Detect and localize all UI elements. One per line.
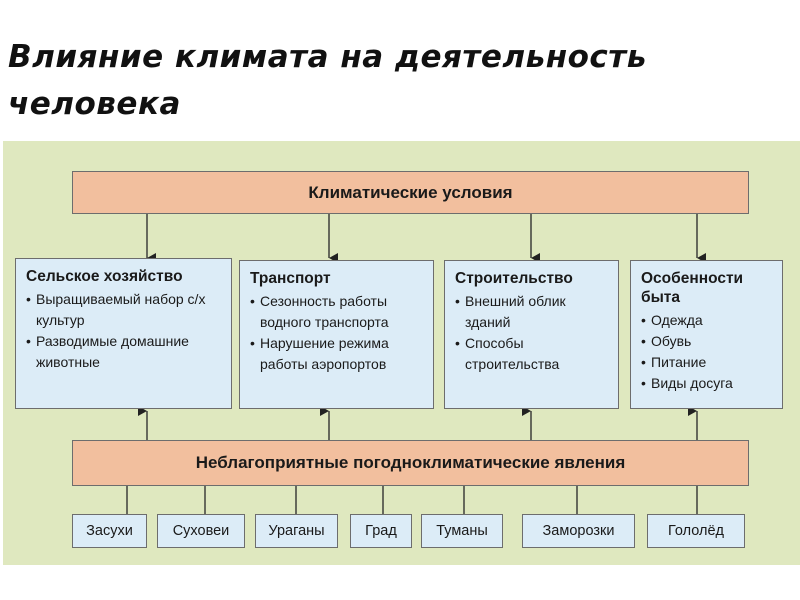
- agriculture-item: Разводимые домашние животные: [26, 331, 221, 373]
- everyday-life-item: Одежда: [641, 310, 772, 331]
- agriculture-node: Сельское хозяйство Выращиваемый набор с/…: [15, 258, 232, 409]
- everyday-life-title: Особенности быта: [641, 270, 744, 306]
- phenomenon-frosts: Заморозки: [522, 514, 635, 548]
- construction-node: Строительство Внешний облик зданий Спосо…: [444, 260, 619, 409]
- transport-title: Транспорт: [250, 270, 331, 287]
- page-title: Влияние климата на деятельность человека: [8, 39, 647, 122]
- adverse-phenomena-node: Неблагоприятные погодноклиматические явл…: [72, 440, 749, 486]
- phenomenon-hurricanes: Ураганы: [255, 514, 338, 548]
- phenomenon-droughts: Засухи: [72, 514, 147, 548]
- phenomenon-dry-winds: Суховеи: [157, 514, 245, 548]
- everyday-life-item: Питание: [641, 352, 772, 373]
- construction-item: Способы строительства: [455, 333, 608, 375]
- everyday-life-item: Обувь: [641, 331, 772, 352]
- transport-item: Сезонность работы водного транспорта: [250, 291, 423, 333]
- agriculture-item: Выращиваемый набор с/х культур: [26, 289, 221, 331]
- everyday-life-item: Виды досуга: [641, 373, 772, 394]
- phenomenon-hail: Град: [350, 514, 412, 548]
- transport-node: Транспорт Сезонность работы водного тран…: [239, 260, 434, 409]
- phenomenon-fogs: Туманы: [421, 514, 503, 548]
- construction-item: Внешний облик зданий: [455, 291, 608, 333]
- construction-title: Строительство: [455, 270, 573, 287]
- agriculture-title: Сельское хозяйство: [26, 268, 183, 285]
- everyday-life-node: Особенности быта Одежда Обувь Питание Ви…: [630, 260, 783, 409]
- climate-conditions-node: Климатические условия: [72, 171, 749, 214]
- phenomenon-black-ice: Гололёд: [647, 514, 745, 548]
- transport-item: Нарушение режима работы аэропортов: [250, 333, 423, 375]
